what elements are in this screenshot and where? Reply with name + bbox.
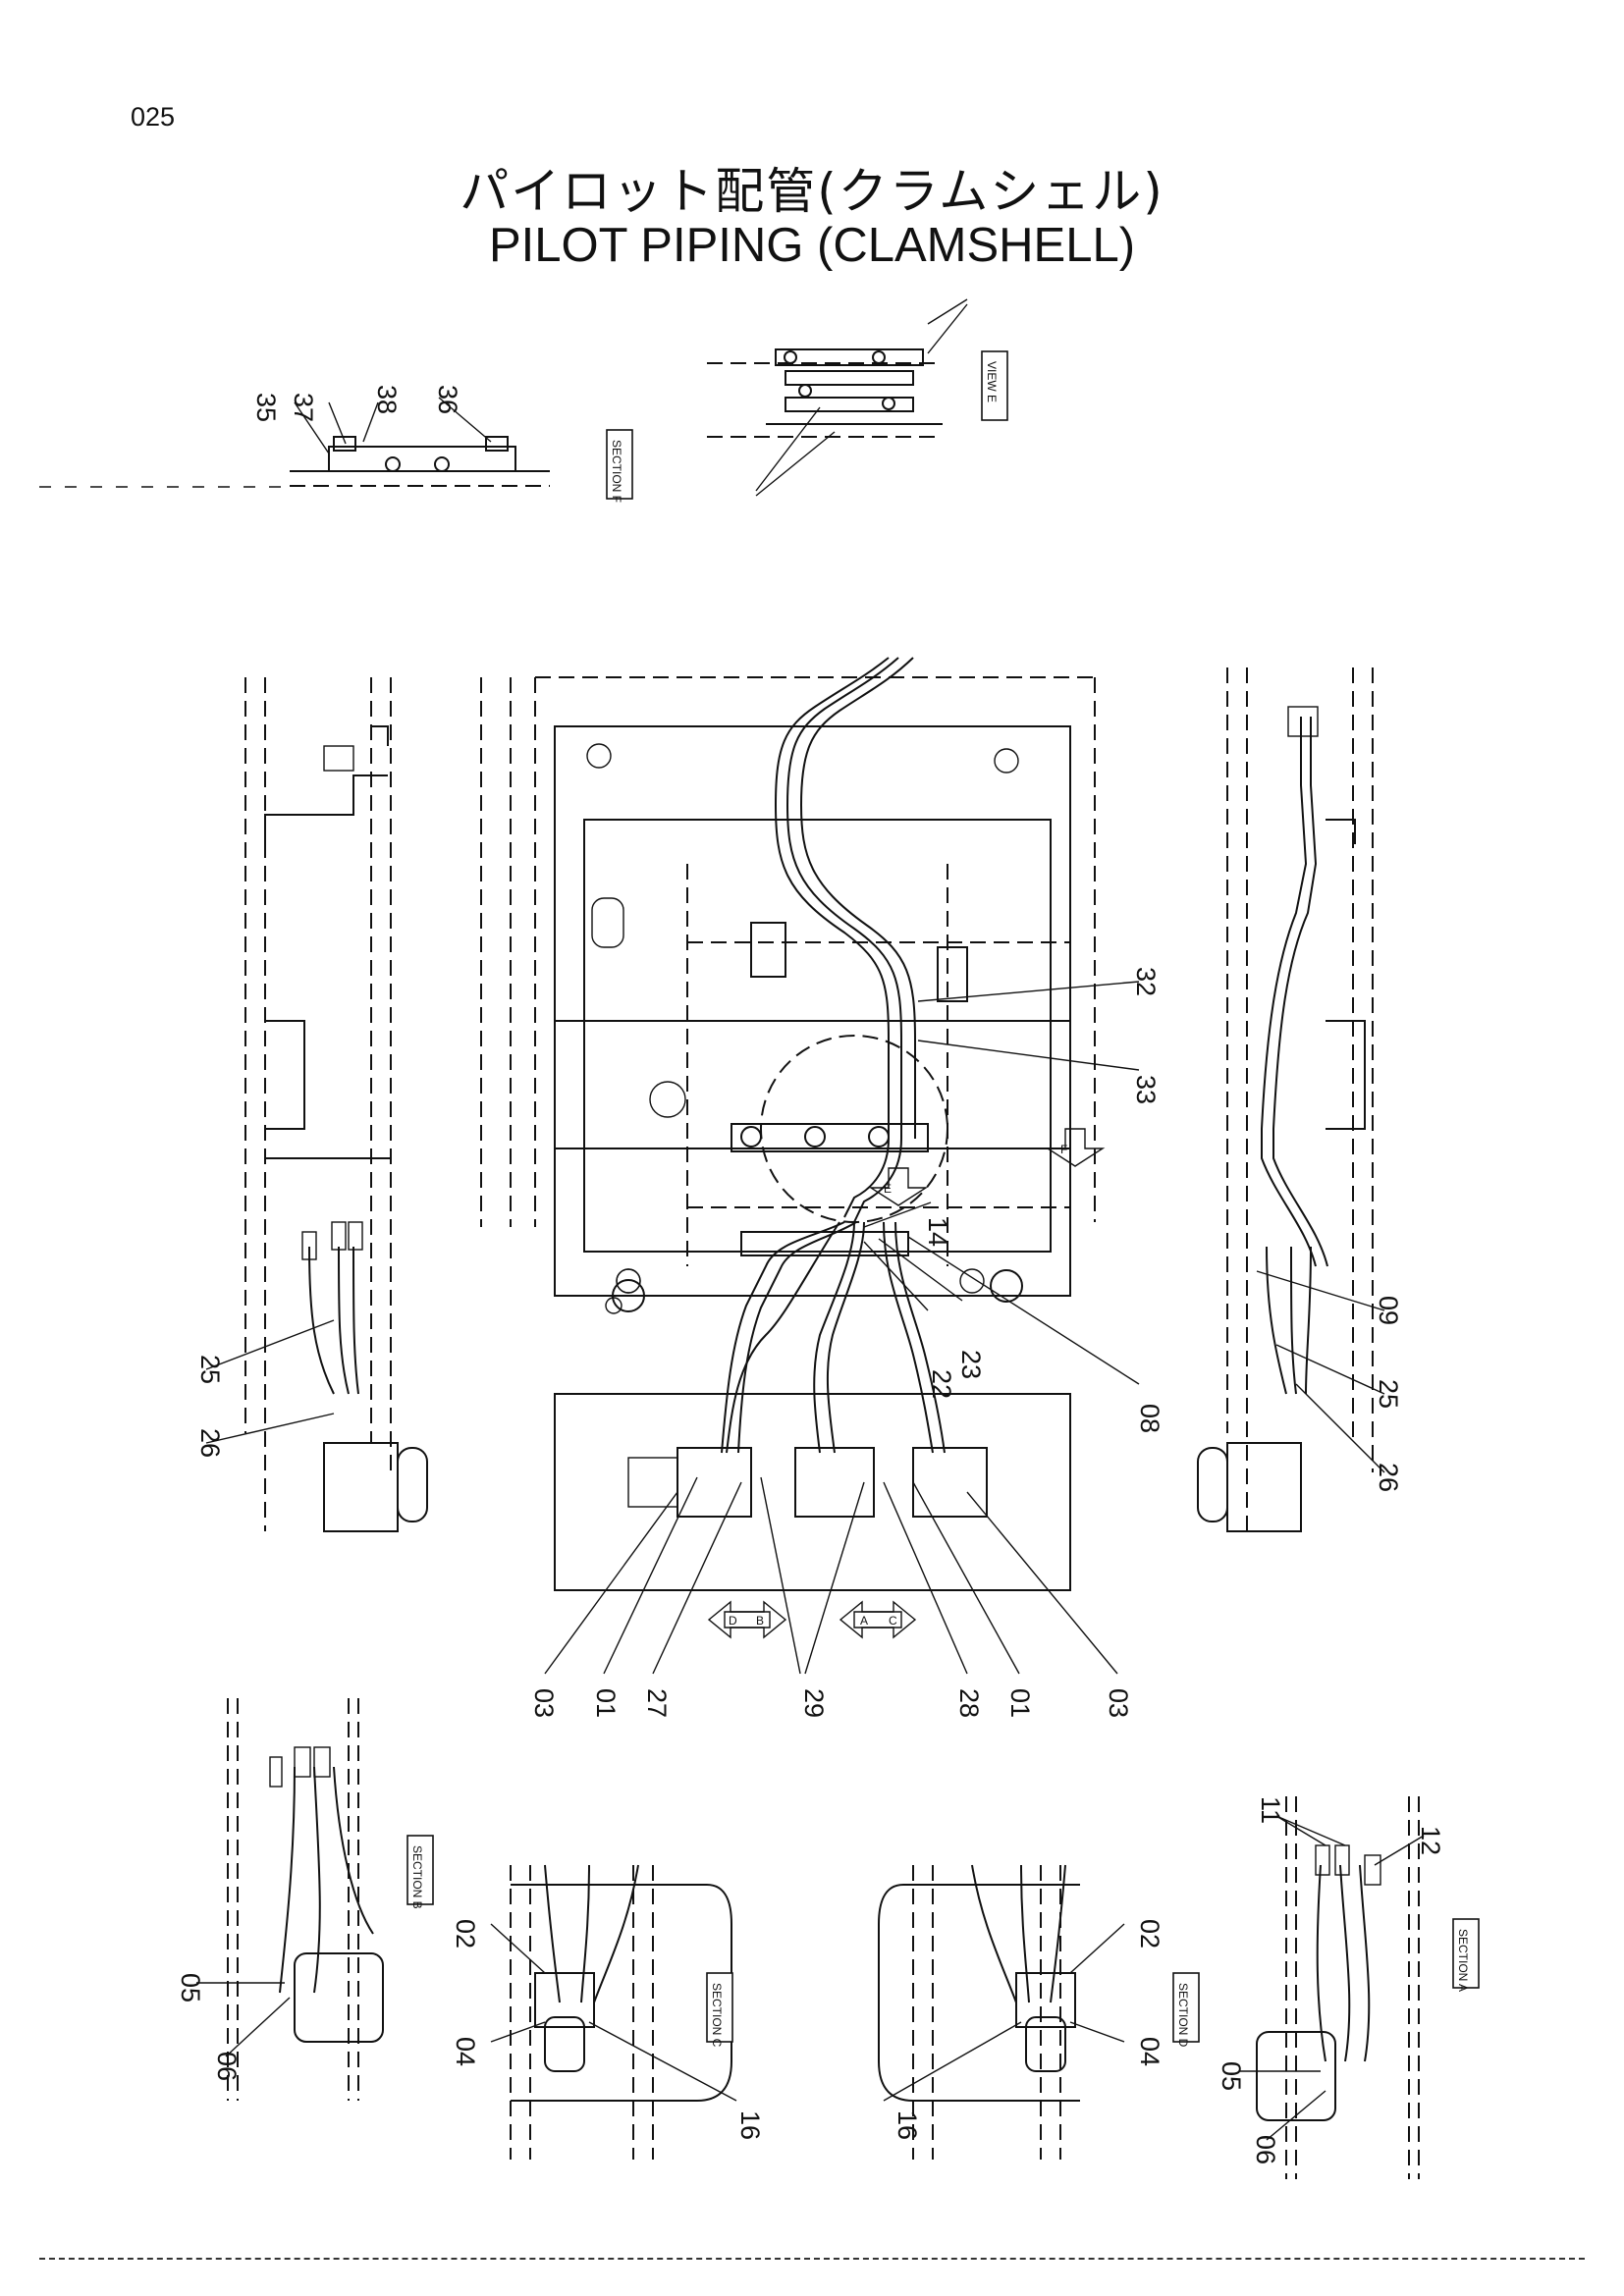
part-label-05-left: 05	[176, 1973, 205, 2002]
part-label-08: 08	[1135, 1404, 1164, 1433]
section-c-detail: SECTION C 02 04 16	[451, 1864, 765, 2160]
part-label-14: 14	[923, 1217, 952, 1247]
part-label-37: 37	[289, 393, 318, 422]
section-b-tag: SECTION B	[410, 1845, 424, 1909]
part-label-03-right: 03	[1104, 1688, 1133, 1718]
part-label-29: 29	[799, 1688, 829, 1718]
part-label-25-right: 25	[1374, 1379, 1403, 1409]
arrow-c-label: C	[889, 1614, 897, 1628]
right-side-view: 09 25 26	[1197, 667, 1403, 1532]
section-d-tag: SECTION D	[1176, 1983, 1190, 2048]
section-f-tag: SECTION F	[610, 440, 623, 503]
part-label-32: 32	[1131, 967, 1161, 996]
part-label-38: 38	[372, 385, 402, 414]
part-label-16-c: 16	[735, 2110, 765, 2140]
arrow-d-label: D	[729, 1614, 737, 1628]
title-japanese: パイロット配管(クラムシェル)	[460, 163, 1164, 220]
page-number: 025	[131, 102, 176, 132]
part-label-12: 12	[1416, 1826, 1445, 1855]
part-label-03-left: 03	[529, 1688, 559, 1718]
part-label-25-left: 25	[195, 1355, 225, 1384]
footer-rule	[39, 2258, 1585, 2260]
arrow-f-label: F	[1060, 1143, 1067, 1156]
view-e-tag: VIEW E	[985, 361, 999, 402]
part-label-04-c: 04	[451, 2037, 480, 2066]
part-label-28: 28	[954, 1688, 984, 1718]
part-label-16-d: 16	[893, 2110, 922, 2140]
part-label-02-d: 02	[1135, 1919, 1164, 1949]
section-d-detail: SECTION D 02 04 16	[878, 1864, 1200, 2160]
section-b-detail: SECTION B 05 06	[176, 1698, 434, 2101]
part-label-06-left: 06	[212, 2052, 242, 2081]
part-label-27: 27	[642, 1688, 672, 1718]
part-label-05-right: 05	[1217, 2061, 1246, 2091]
part-label-33: 33	[1131, 1075, 1161, 1104]
arrow-b-label: B	[756, 1614, 764, 1628]
part-label-02-c: 02	[451, 1919, 480, 1949]
title-english: PILOT PIPING (CLAMSHELL)	[488, 219, 1136, 272]
arrow-e-label: E	[884, 1182, 892, 1196]
part-label-36: 36	[433, 385, 462, 414]
part-label-11: 11	[1256, 1796, 1285, 1824]
section-c-tag: SECTION C	[710, 1983, 724, 2048]
part-label-09: 09	[1374, 1296, 1403, 1325]
section-a-detail: SECTION A 11 12 05 06	[1217, 1796, 1480, 2179]
part-label-01-left: 01	[591, 1688, 621, 1718]
part-label-23: 23	[956, 1350, 986, 1379]
part-label-04-d: 04	[1135, 2037, 1164, 2066]
part-label-35: 35	[251, 393, 281, 422]
part-label-06-right: 06	[1251, 2135, 1280, 2164]
main-plan-view: E F D B A C 32 33 14 22 23 08 03 01 27 2…	[480, 657, 1164, 1718]
part-label-26-left: 26	[195, 1428, 225, 1458]
view-e-detail: VIEW E	[707, 298, 1008, 497]
part-label-22: 22	[927, 1369, 956, 1399]
part-label-01-right: 01	[1005, 1688, 1035, 1718]
arrow-a-label: A	[860, 1614, 868, 1628]
part-label-26-right: 26	[1374, 1463, 1403, 1492]
section-a-tag: SECTION A	[1456, 1929, 1470, 1992]
section-f-detail: 35 37 38 36 SECTION F	[39, 385, 633, 503]
left-side-view: 25 26	[195, 677, 428, 1532]
